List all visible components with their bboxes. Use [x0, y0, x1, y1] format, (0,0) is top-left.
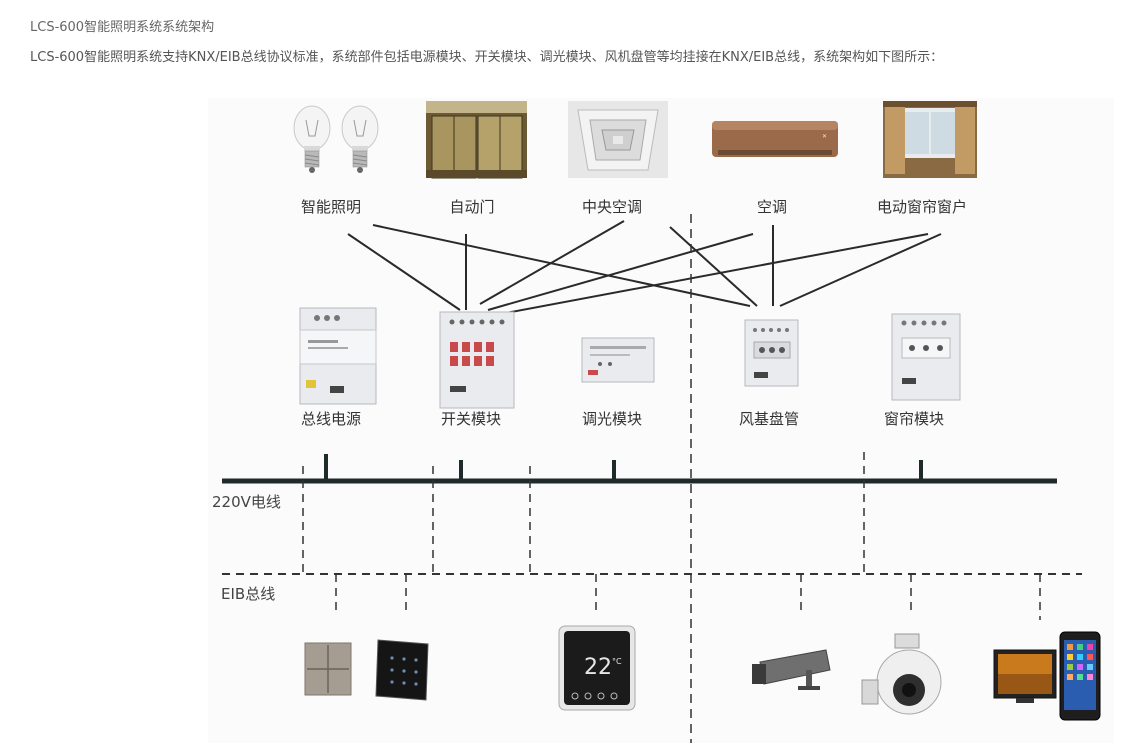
link-centralac-switch: [479, 220, 625, 305]
page-description: LCS-600智能照明系统支持KNX/EIB总线协议标准，系统部件包括电源模块、…: [30, 50, 944, 65]
appliance-label-air-conditioner: 空调: [757, 198, 787, 216]
ceiling-vent-icon: [568, 101, 668, 178]
bus-drops-devices: [335, 574, 1041, 620]
curtain-window-icon: [883, 101, 977, 178]
module-label-fan-coil: 风基盘管: [739, 410, 799, 428]
module-label-bus-power: 总线电源: [301, 410, 361, 428]
light-bulb-icon: [293, 105, 379, 173]
power-line-label: 220V电线: [212, 493, 281, 511]
bus-power-module-icon: [299, 307, 377, 405]
fan-coil-module-icon: [744, 319, 799, 387]
thermostat-temperature: 22: [584, 655, 612, 680]
bullet-camera-icon: [752, 649, 831, 690]
link-curtain-switch: [505, 233, 929, 314]
link-centralac-fancoil: [669, 226, 758, 307]
appliance-label-automatic-door: 自动门: [449, 198, 494, 216]
bus-drops-modules: [302, 452, 865, 574]
monitor-and-phone-icon: [993, 631, 1101, 721]
wall-switch-panel-icon: [304, 642, 352, 696]
appliance-label-central-ac: 中央空调: [582, 198, 642, 216]
module-label-switch: 开关模块: [441, 410, 501, 428]
touch-panel-icon: [375, 639, 429, 701]
power-taps: [324, 454, 923, 481]
air-conditioner-icon: ✕: [712, 121, 838, 157]
link-lighting-fancoil: [372, 224, 751, 307]
page-heading: LCS-600智能照明系统系统架构: [30, 20, 215, 35]
diagram-panel: [208, 98, 1114, 743]
dome-camera-icon: [861, 633, 942, 715]
switch-module-icon: [439, 311, 515, 409]
appliance-label-smart-lighting: 智能照明: [301, 198, 361, 216]
dimmer-module-icon: [581, 337, 655, 383]
automatic-door-icon: [426, 101, 527, 179]
link-ac-switch: [487, 233, 754, 311]
appliance-label-curtain-window: 电动窗帘窗户: [877, 198, 967, 216]
svg-text:✕: ✕: [822, 133, 827, 140]
module-label-curtain: 窗帘模块: [884, 410, 944, 428]
curtain-module-icon: [891, 313, 961, 401]
thermostat-unit: °C: [612, 657, 622, 666]
link-lighting-switch: [347, 233, 461, 311]
eib-bus-label: EIB总线: [221, 585, 275, 603]
module-label-dimmer: 调光模块: [582, 410, 642, 428]
connection-lines: [347, 220, 942, 314]
thermostat-icon: 22 °C: [558, 625, 636, 711]
link-curtain-fancoil: [779, 233, 942, 307]
